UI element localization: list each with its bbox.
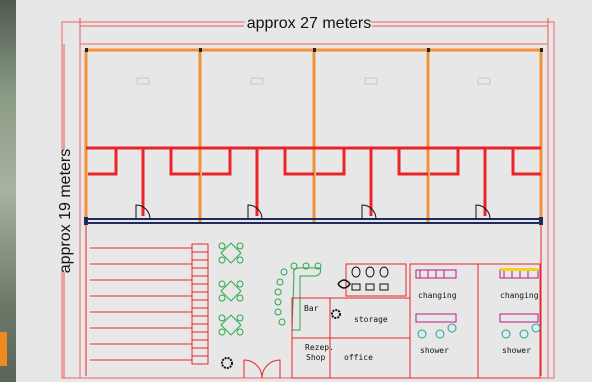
height-dimension: approx 19 meters <box>54 44 74 378</box>
storage-label: storage <box>354 315 388 324</box>
changing-benches <box>415 269 539 323</box>
corridor-doors <box>135 204 491 220</box>
yellow-bench-strip <box>500 268 538 271</box>
reception-label-2: Shop <box>306 353 325 362</box>
upper-walls <box>84 48 543 222</box>
cafe-tables <box>218 242 244 336</box>
bar-counter <box>274 262 322 331</box>
shower-right-label: shower <box>502 346 531 355</box>
changing-left-label: changing <box>418 291 457 300</box>
room-tags <box>136 77 491 85</box>
shower-fixtures <box>417 323 541 339</box>
service-walls <box>291 263 541 379</box>
floor-plan-background <box>16 0 592 382</box>
bar-label: Bar <box>304 304 319 313</box>
background-photo-edge <box>0 0 16 382</box>
toilet-fixtures <box>337 266 389 291</box>
locker-rows <box>90 243 209 365</box>
entrance-doors <box>243 359 281 379</box>
reception-label-1: Rezep. <box>305 343 334 352</box>
corridor-wall <box>84 217 543 225</box>
height-label: approx 19 meters <box>57 149 74 274</box>
lower-walls <box>85 225 542 376</box>
width-dimension: approx 27 meters <box>79 12 549 44</box>
width-label: approx 27 meters <box>247 15 372 32</box>
plant-icons <box>221 309 341 369</box>
shower-left-label: shower <box>420 346 449 355</box>
office-label: office <box>344 353 373 362</box>
orange-accent-tab <box>0 332 7 366</box>
cubicle-walls <box>86 146 541 216</box>
outer-outline <box>61 21 555 379</box>
wall-posts <box>85 48 543 52</box>
changing-right-label: changing <box>500 291 539 300</box>
